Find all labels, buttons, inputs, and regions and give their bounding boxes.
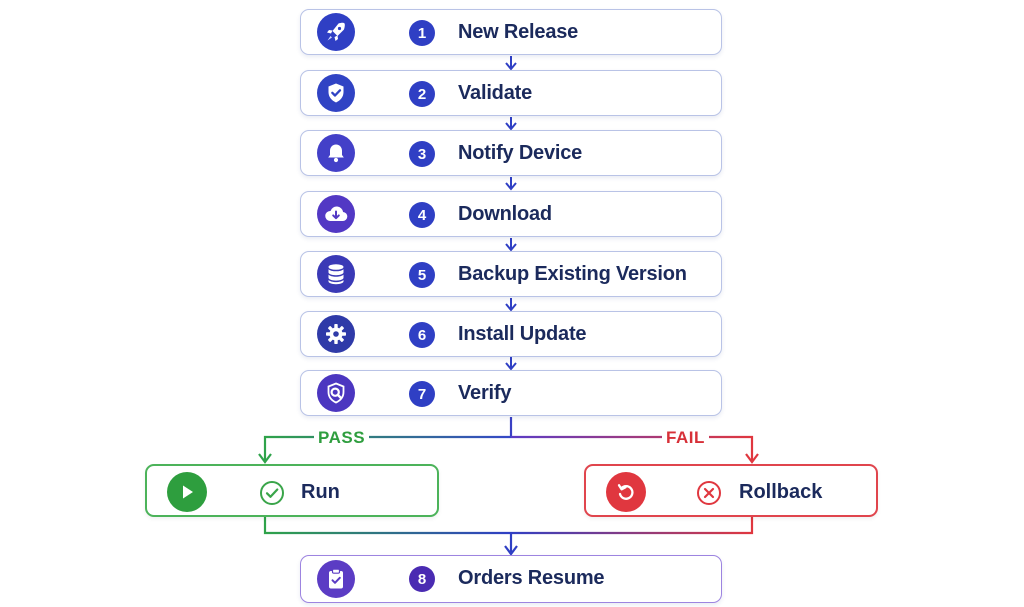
rocket-icon (317, 13, 355, 51)
arrow-5-6 (505, 298, 517, 312)
gear-icon (317, 315, 355, 353)
step-download[interactable]: 4 Download (300, 191, 722, 237)
check-circle-icon (260, 481, 284, 505)
step-label: New Release (458, 21, 579, 43)
step-number: 6 (409, 322, 435, 348)
outcome-run[interactable]: Run (145, 464, 439, 517)
step-verify[interactable]: 7 Verify (300, 370, 722, 416)
step-label: Install Update (458, 323, 587, 345)
clipboard-check-icon (317, 560, 355, 598)
arrow-6-7 (505, 357, 517, 371)
step-number: 5 (409, 262, 435, 288)
bell-icon (317, 134, 355, 172)
play-icon (167, 472, 207, 512)
database-icon (317, 255, 355, 293)
arrow-3-4 (505, 177, 517, 191)
step-validate[interactable]: 2 Validate (300, 70, 722, 116)
cloud-download-icon (317, 195, 355, 233)
step-number: 3 (409, 141, 435, 167)
shield-check-icon (317, 74, 355, 112)
pass-arrowhead (258, 453, 272, 464)
outcome-rollback[interactable]: Rollback (584, 464, 878, 517)
step-number: 1 (409, 20, 435, 46)
shield-search-icon (317, 374, 355, 412)
step-number: 4 (409, 202, 435, 228)
step-backup-existing-version[interactable]: 5 Backup Existing Version (300, 251, 722, 297)
step-number: 7 (409, 381, 435, 407)
arrow-2-3 (505, 117, 517, 131)
step-number: 8 (409, 566, 435, 592)
step-number: 2 (409, 81, 435, 107)
merge-stem (504, 533, 518, 556)
merge-line (263, 517, 754, 535)
step-notify-device[interactable]: 3 Notify Device (300, 130, 722, 176)
step-install-update[interactable]: 6 Install Update (300, 311, 722, 357)
pass-line (263, 435, 511, 460)
run-label: Run (301, 481, 340, 503)
step-new-release[interactable]: 1 New Release (300, 9, 722, 55)
step-label: Notify Device (458, 142, 583, 164)
arrow-4-5 (505, 238, 517, 252)
fail-line (511, 435, 754, 460)
step-arrows (505, 56, 517, 371)
x-circle-icon (697, 481, 721, 505)
fail-branch-label: FAIL (662, 428, 709, 448)
step-label: Download (458, 203, 552, 225)
undo-icon (606, 472, 646, 512)
step-label: Validate (458, 82, 532, 104)
arrow-1-2 (505, 56, 517, 71)
step-label: Verify (458, 382, 512, 404)
fail-arrowhead (745, 453, 759, 464)
step-orders-resume[interactable]: 8 Orders Resume (300, 555, 722, 603)
step-label: Orders Resume (458, 567, 605, 589)
rollback-label: Rollback (739, 481, 823, 503)
step-label: Backup Existing Version (458, 263, 687, 285)
pass-branch-label: PASS (314, 428, 370, 448)
